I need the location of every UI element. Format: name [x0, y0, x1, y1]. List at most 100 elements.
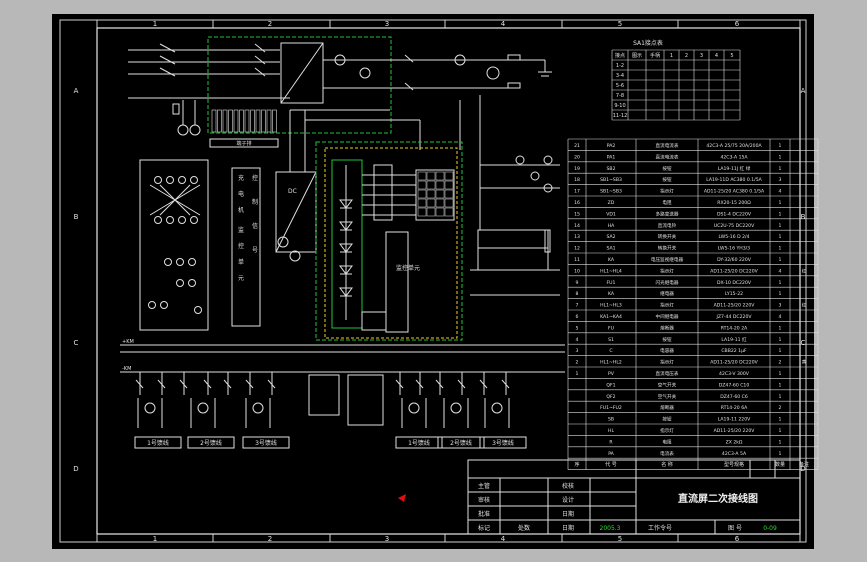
parts-table-cell: DZ47-60 C6 [720, 394, 748, 400]
parts-table-cell: JZ7-44 DC220V [715, 314, 752, 320]
parts-table-cell: SB1~SB3 [600, 189, 622, 195]
sheet-background [52, 14, 814, 549]
parts-table-cell: KA [608, 291, 615, 297]
parts-table-cell: HL1~HL2 [600, 360, 622, 366]
lamp-symbol [188, 258, 196, 266]
terminal [228, 109, 233, 133]
parts-table-cell: 2 [779, 405, 782, 411]
lamp-symbol [176, 279, 184, 287]
parts-table-cell: 42C3-V 300V [719, 371, 750, 377]
parts-table-cell: 指示灯 [660, 302, 674, 309]
parts-table-cell: 1 [779, 439, 782, 445]
parts-table-cell: HA [608, 223, 615, 229]
column-marker-bottom: 5 [618, 535, 622, 543]
grid-cell [417, 180, 427, 190]
parts-table-cell: 3 [576, 348, 579, 354]
lamp-symbol [190, 216, 198, 224]
parts-table-cell: 4 [779, 268, 782, 274]
parts-table-cell: 19 [574, 166, 580, 172]
parts-table-cell: 1 [576, 371, 579, 377]
parts-table-cell: 电压监视继电器 [651, 256, 684, 263]
parts-table-cell: DY-32/60 220V [717, 257, 752, 263]
parts-table-cell: 黄 [802, 359, 807, 366]
parts-table-cell: 指示灯 [660, 427, 674, 434]
parts-table-cell: 电流表 [660, 450, 674, 457]
parts-table-cell: UC2U-75 DC220V [714, 223, 755, 229]
title-block-field: 设计 [562, 496, 574, 504]
column-marker-bottom: 6 [735, 535, 740, 543]
parts-table-cell: 熔断器 [660, 324, 674, 331]
parts-table-cell: HL1~HL4 [600, 268, 622, 274]
controller-dashed-boundary [324, 147, 458, 339]
charger-module-diagonal [280, 42, 324, 104]
switch-table-header: 接点 [615, 52, 625, 59]
parts-table-cell: 指示灯 [660, 188, 674, 195]
parts-table-cell: PV [608, 371, 615, 377]
parts-table-cell: 1 [779, 200, 782, 206]
ac-input-circuit [128, 43, 290, 136]
parts-table-cell: 42C3-A 15A [720, 154, 748, 160]
switch-table-cell: 7-8 [616, 93, 624, 99]
feeder-caption: 2号馈线 [200, 439, 222, 447]
top-terminal-strip [211, 109, 277, 133]
svg-text:监: 监 [238, 226, 244, 234]
parts-table-cell: HL1~HL3 [600, 303, 622, 309]
parts-table-cell: PA2 [607, 143, 616, 149]
parts-table-cell: 10 [574, 268, 580, 274]
parts-table-cell: SB2 [607, 166, 616, 172]
parts-table-cell: 1 [779, 143, 782, 149]
parts-table-cell: 4 [779, 314, 782, 320]
parts-table-cell: DX-10 DC220V [717, 280, 752, 286]
terminal [272, 109, 277, 133]
feeder-branches [135, 372, 510, 428]
parts-table-cell: C [609, 348, 612, 354]
parts-table-cell: 1 [779, 371, 782, 377]
bus-negative-label: -KM [122, 366, 131, 372]
column-marker-bottom: 2 [268, 535, 272, 543]
parts-table-cell: VD1 [606, 211, 616, 217]
parts-table-cell: 1 [779, 280, 782, 286]
svg-text:控: 控 [238, 242, 244, 250]
parts-table-cell: RT14-20 2A [721, 325, 748, 331]
parts-table-cell: KA [608, 257, 615, 263]
parts-table-cell: 6 [576, 314, 579, 320]
switch-table-header: 2 [685, 53, 688, 59]
svg-text:元: 元 [238, 275, 244, 282]
grid-cell [435, 207, 445, 217]
parts-table-cell: 1 [779, 382, 782, 388]
grid-cell [426, 171, 436, 181]
terminal-strip-label: 端子排 [236, 140, 251, 147]
column-marker-bottom: 3 [385, 535, 389, 543]
drawing-date: 2005.3 [600, 525, 621, 532]
parts-table-cell: CBB22 1μF [721, 348, 747, 354]
parts-table-cell: 直流电压表 [656, 370, 679, 377]
parts-table-cell: 7 [576, 303, 579, 309]
parts-table-cell: 1 [779, 257, 782, 263]
parts-table-header: 名 称 [661, 461, 673, 468]
parts-table-cell: AD11-25/20 220V [714, 428, 756, 434]
row-marker-left: D [73, 465, 78, 473]
parts-table-cell: 直流电流表 [656, 153, 679, 160]
parts-table-cell: 1 [779, 348, 782, 354]
row-marker-right: A [801, 87, 806, 95]
svg-text:控: 控 [252, 174, 258, 182]
feeder-caption: 1号馈线 [408, 439, 430, 447]
switch-table-cell: 5-6 [616, 83, 624, 89]
parts-table-cell: DZ47-60 C10 [719, 382, 750, 388]
bus-positive-label: +KM [122, 339, 134, 345]
parts-table-cell: PA [608, 451, 614, 457]
switch-table-header: 5 [730, 53, 733, 59]
grid-cell [444, 180, 454, 190]
parts-table-cell: 16 [574, 200, 580, 206]
parts-table-cell: SB1~SB3 [600, 177, 622, 183]
feeder-lamp [144, 402, 156, 414]
parts-table-header: 型号规格 [724, 461, 744, 468]
parts-table-cell: LW5-16 D 2/4 [719, 234, 750, 240]
parts-table-cell: 1 [779, 246, 782, 252]
parts-table-cell: 20 [574, 154, 580, 160]
parts-table-cell: 5 [576, 325, 579, 331]
parts-table-cell: 转换开关 [658, 245, 677, 252]
